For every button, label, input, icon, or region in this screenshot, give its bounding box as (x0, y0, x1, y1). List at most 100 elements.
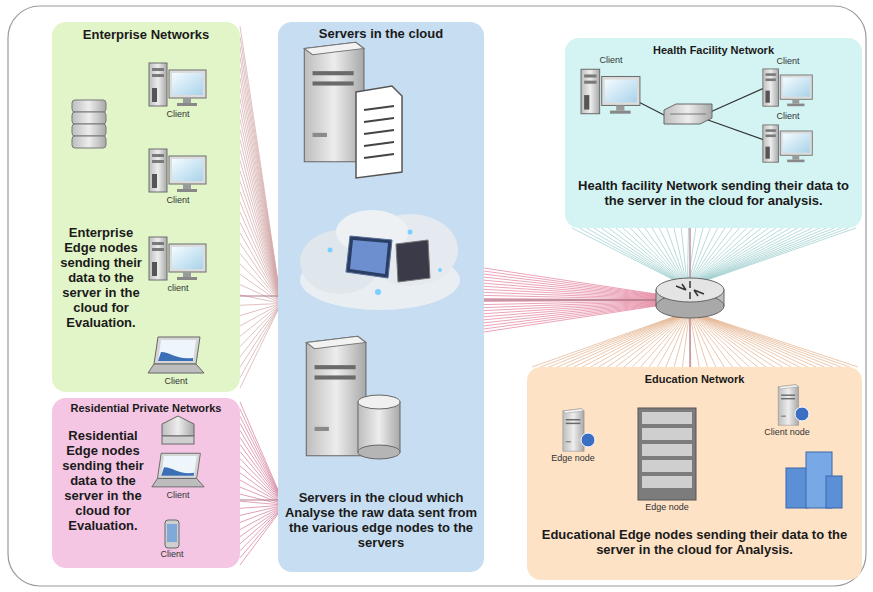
label-slot: Client (138, 109, 218, 120)
label-slot: Client (748, 56, 828, 67)
device-label: Client (748, 111, 828, 122)
hatch-line (240, 285, 278, 302)
hatch-line (240, 171, 278, 293)
hatch-line (240, 473, 278, 501)
device-label: Client (136, 376, 216, 387)
edge-node-server (563, 409, 584, 452)
hatch-line (704, 228, 856, 281)
hatch-line (703, 316, 842, 367)
hatch-line (240, 254, 278, 300)
hatch-line (240, 310, 278, 388)
hatch-line (574, 316, 680, 367)
hatch-line (698, 228, 797, 281)
hatch-line (240, 88, 278, 287)
cloud-server (304, 42, 364, 161)
hatch-line (616, 316, 684, 367)
hatch-line (687, 228, 688, 281)
device-label: Edge node (533, 453, 613, 464)
panel-title: Residential Private Networks (54, 402, 238, 415)
hatch-line (700, 316, 808, 367)
hatch-line (690, 316, 699, 367)
hatch-line (240, 243, 278, 299)
client-laptop (152, 453, 204, 487)
router-icon (656, 278, 724, 318)
hatch-line (484, 295, 656, 299)
device-label: Client (138, 490, 218, 501)
client-laptop (148, 337, 204, 373)
hatch-line (698, 316, 783, 367)
hatch-line (697, 228, 783, 281)
text-slot: Enterprise Networks (52, 27, 240, 43)
hatch-line (240, 304, 278, 315)
client-computer (149, 237, 206, 280)
label-slot: Client (138, 490, 218, 501)
hatch-line (484, 277, 656, 296)
hatch-line (695, 228, 768, 281)
device-label: client (138, 283, 218, 294)
device-label: Client (138, 195, 218, 206)
document-icon (356, 86, 402, 178)
hatch-line (645, 228, 683, 281)
hatch-line (484, 305, 656, 326)
hatch-line (704, 316, 858, 367)
database-cylinder (358, 395, 400, 459)
lan-wires (625, 88, 764, 140)
client-computer (149, 149, 206, 192)
outer-frame (8, 6, 866, 586)
school-building (786, 452, 842, 508)
client-computer (581, 69, 640, 113)
label-slot: client (138, 283, 218, 294)
hatch-line (699, 316, 800, 367)
hatch-line (674, 316, 688, 367)
text-slot: Residential Edge nodes sending their dat… (55, 428, 151, 533)
analysis-server (306, 336, 366, 455)
hatch-line (240, 512, 278, 551)
hatch-line (624, 316, 684, 367)
server-stack (72, 100, 106, 148)
hatch-line (240, 223, 278, 298)
hatch-line (240, 430, 278, 494)
hatch-line (703, 228, 848, 281)
hatch-line (240, 67, 278, 285)
network-panel: Health Facility NetworkHealth facility N… (565, 38, 862, 228)
hatch-line (641, 316, 686, 367)
hatch-line (240, 160, 278, 292)
data-link (240, 499, 278, 500)
hatch-line (607, 316, 682, 367)
hatch-line (240, 480, 278, 502)
panel-title: Enterprise Networks (52, 27, 240, 43)
hatch-line (240, 150, 278, 291)
hatch-line (681, 228, 687, 281)
label-slot: Client (138, 195, 218, 206)
hatch-line (700, 228, 813, 281)
home-gateway (162, 416, 194, 444)
hatch-line (240, 416, 278, 492)
edge-node-badge (795, 407, 809, 421)
hatch-line (652, 228, 684, 281)
hatch-line (674, 228, 686, 281)
hatch-line (484, 306, 656, 332)
client-computer (763, 125, 812, 162)
hatch-line (594, 228, 678, 281)
cloud-illustration (300, 210, 460, 310)
hatch-line (484, 304, 656, 323)
label-slot: Client (748, 111, 828, 122)
panel-title: Servers in the cloud (278, 26, 484, 42)
hatch-line (240, 501, 278, 504)
hatch-line (240, 304, 278, 306)
hatch-line (240, 212, 278, 296)
hatch-line (484, 292, 656, 298)
network-panel: Enterprise NetworksEnterprise Edge nodes… (52, 22, 240, 392)
hatch-line (700, 316, 816, 367)
hatch-line (240, 511, 278, 544)
text-slot: Education Network (527, 373, 862, 386)
hatch-line (667, 228, 686, 281)
label-slot: Client node (747, 427, 827, 438)
hatch-line (540, 316, 676, 367)
client-phone (165, 520, 179, 548)
text-slot: Residential Private Networks (54, 402, 238, 415)
network-panel: Residential Private NetworksResidential … (52, 398, 240, 568)
hatch-line (484, 305, 656, 329)
hatch-line (616, 228, 681, 281)
hatch-line (240, 309, 278, 377)
